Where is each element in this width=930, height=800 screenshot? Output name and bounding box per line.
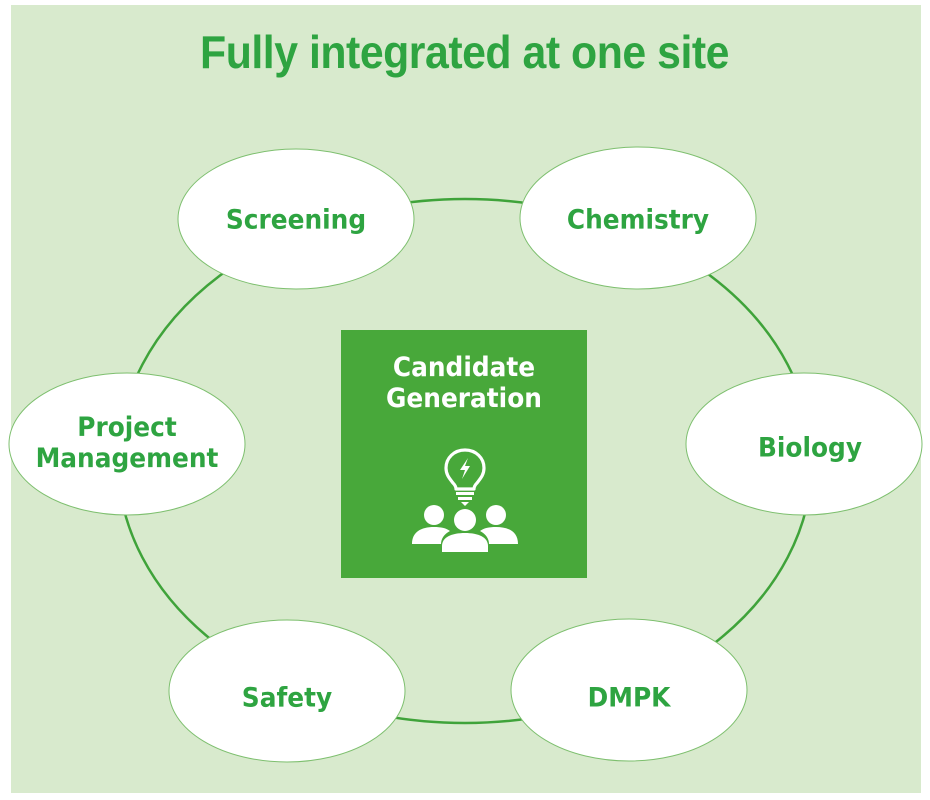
node-ellipse-biology: [685, 372, 923, 516]
node-label-text-line2: Management: [35, 443, 219, 474]
node-label-chemistry: Chemistry: [567, 205, 709, 236]
node-label-dmpk: DMPK: [588, 683, 671, 714]
diagram-title: Fully integrated at one site: [200, 26, 729, 78]
node-label-safety: Safety: [242, 683, 332, 714]
node-ellipse-safety: [168, 619, 406, 763]
center-title-line2: Generation: [386, 383, 542, 414]
node-label-text: Screening: [225, 204, 367, 236]
node-ellipse-dmpk: [510, 618, 748, 762]
node-label-project-management: Project Management: [36, 412, 219, 474]
node-label-text-line1: Project: [77, 412, 177, 443]
team-lightbulb-idea-icon: [412, 448, 518, 552]
lightbulb-icon: [444, 448, 486, 506]
node-label-text: Chemistry: [566, 204, 710, 236]
people-group-icon: [412, 505, 518, 552]
node-label-text: DMPK: [587, 682, 671, 714]
center-title-line1: Candidate: [392, 352, 536, 383]
node-ellipse-project-management: [8, 372, 246, 516]
center-candidate-generation-box: Candidate Generation: [341, 330, 587, 578]
node-label-text: Safety: [241, 682, 333, 714]
center-title: Candidate Generation: [351, 352, 577, 414]
node-label-text: Biology: [757, 432, 863, 464]
node-ellipse-screening: [177, 148, 415, 290]
lightning-bolt-icon: [460, 458, 470, 479]
node-label-biology: Biology: [758, 433, 862, 464]
node-label-screening: Screening: [226, 205, 366, 236]
node-ellipse-chemistry: [519, 146, 757, 290]
